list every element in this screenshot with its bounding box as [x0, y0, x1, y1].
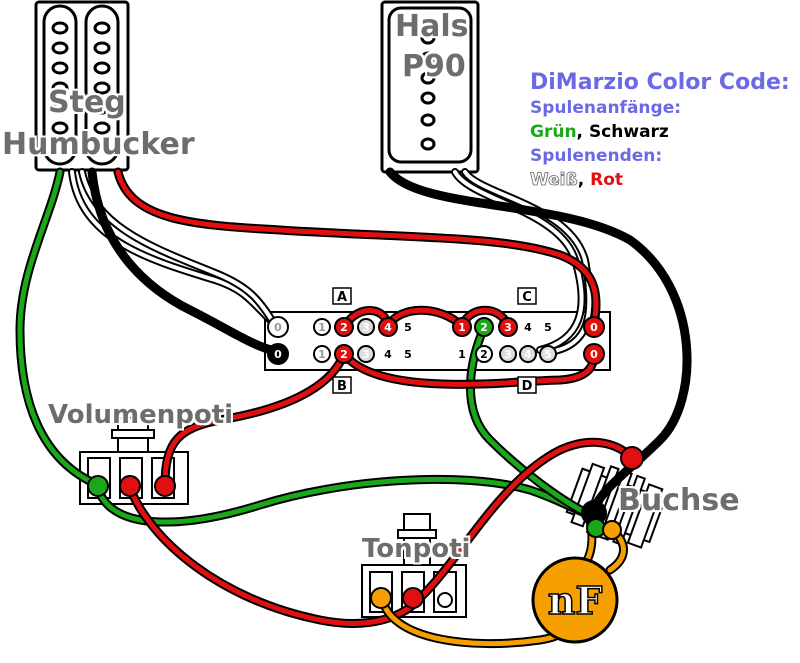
- legend-starts-values: Grün, Schwarz: [530, 120, 790, 144]
- term-top-a4: 4: [384, 321, 392, 334]
- term-top-c3: 3: [504, 321, 512, 334]
- term-bottom-b0: 0: [274, 348, 282, 361]
- legend-red: Rot: [590, 170, 624, 190]
- term-bottom-d1: 1: [458, 348, 466, 361]
- switch-section-d: D: [522, 379, 533, 394]
- bridge-pickup-label-line2: Humbucker: [1, 127, 195, 162]
- legend-black: Schwarz: [588, 122, 669, 142]
- term-bottom-d0: 0: [590, 348, 598, 361]
- term-bottom-d4: 4: [524, 348, 532, 361]
- jack-lug-ground-orange: [602, 520, 622, 540]
- wire-white-humbucker: [68, 168, 282, 334]
- term-top-c5: 5: [544, 321, 552, 334]
- term-bottom-b3: 3: [362, 348, 370, 361]
- switch-section-b: B: [337, 379, 347, 394]
- term-bottom-b5: 5: [404, 348, 412, 361]
- tone-pot-label: Tonpoti: [361, 533, 471, 564]
- term-top-c4: 4: [524, 321, 532, 334]
- wire-green-switch-jack: [466, 323, 595, 520]
- term-top-c2: 2: [480, 321, 488, 334]
- term-top-a1: 1: [318, 321, 326, 334]
- term-bottom-d5: 5: [544, 348, 552, 361]
- legend-ends-separator: ,: [577, 170, 591, 190]
- tone-lug-cap: [370, 587, 392, 609]
- switch-terminal-numbers: 0 1 2 3 4 5 1 2 3 4 5 0 0 1 2 3 4 5 1 2 …: [274, 321, 598, 361]
- legend-title: DiMarzio Color Code:: [530, 70, 790, 95]
- term-top-a3: 3: [362, 321, 370, 334]
- wires: [15, 167, 692, 649]
- term-top-c0: 0: [590, 321, 598, 334]
- switch-section-labels: A B C D: [332, 287, 537, 394]
- legend-white: Weiß: [530, 170, 579, 191]
- tone-capacitor: [531, 556, 619, 644]
- wire-green-humbucker: [15, 167, 103, 490]
- solder-lugs: [87, 446, 644, 609]
- legend-starts-heading: Spulenanfänge:: [530, 98, 682, 118]
- capacitor-label: nF: [548, 578, 603, 623]
- jack-label: Buchse: [617, 483, 740, 518]
- term-bottom-b1: 1: [318, 348, 326, 361]
- legend-ends-values: Weiß, Rot: [530, 168, 790, 192]
- wire-black-humbucker: [87, 167, 283, 357]
- term-bottom-d3: 3: [504, 348, 512, 361]
- jack-lug-tip: [620, 446, 644, 470]
- wire-red-humbucker: [113, 167, 601, 330]
- volume-lug-ground: [87, 475, 109, 497]
- term-top-a5: 5: [404, 321, 412, 334]
- legend-starts-separator: ,: [576, 122, 589, 142]
- term-bottom-b4: 4: [384, 348, 392, 361]
- legend-green: Grün: [530, 122, 577, 142]
- tone-lug-wiper: [402, 587, 424, 609]
- term-top-a0: 0: [274, 321, 282, 334]
- volume-lug-wiper: [119, 475, 141, 497]
- volume-pot-label: Volumenpoti: [47, 399, 234, 430]
- wire-red-switch-volume: [160, 349, 349, 490]
- color-code-legend: DiMarzio Color Code: Spulenanfänge: Grün…: [530, 70, 790, 192]
- volume-lug-input: [154, 475, 176, 497]
- term-top-a2: 2: [340, 321, 348, 334]
- neck-pickup-label-line2: P90: [401, 49, 466, 84]
- term-bottom-b2: 2: [340, 348, 348, 361]
- switch-terminals: [267, 316, 605, 365]
- bridge-humbucker: [34, 0, 130, 172]
- neck-pickup-label-line1: Hals: [394, 9, 469, 44]
- bridge-pickup-label-line1: Steg: [47, 85, 126, 120]
- term-bottom-d2: 2: [480, 348, 488, 361]
- switch-section-c: C: [522, 290, 532, 305]
- term-top-c1: 1: [458, 321, 466, 334]
- legend-ends-heading: Spulenenden:: [530, 146, 663, 166]
- neck-p90-pickup: [380, 0, 480, 174]
- switch-section-a: A: [337, 290, 347, 305]
